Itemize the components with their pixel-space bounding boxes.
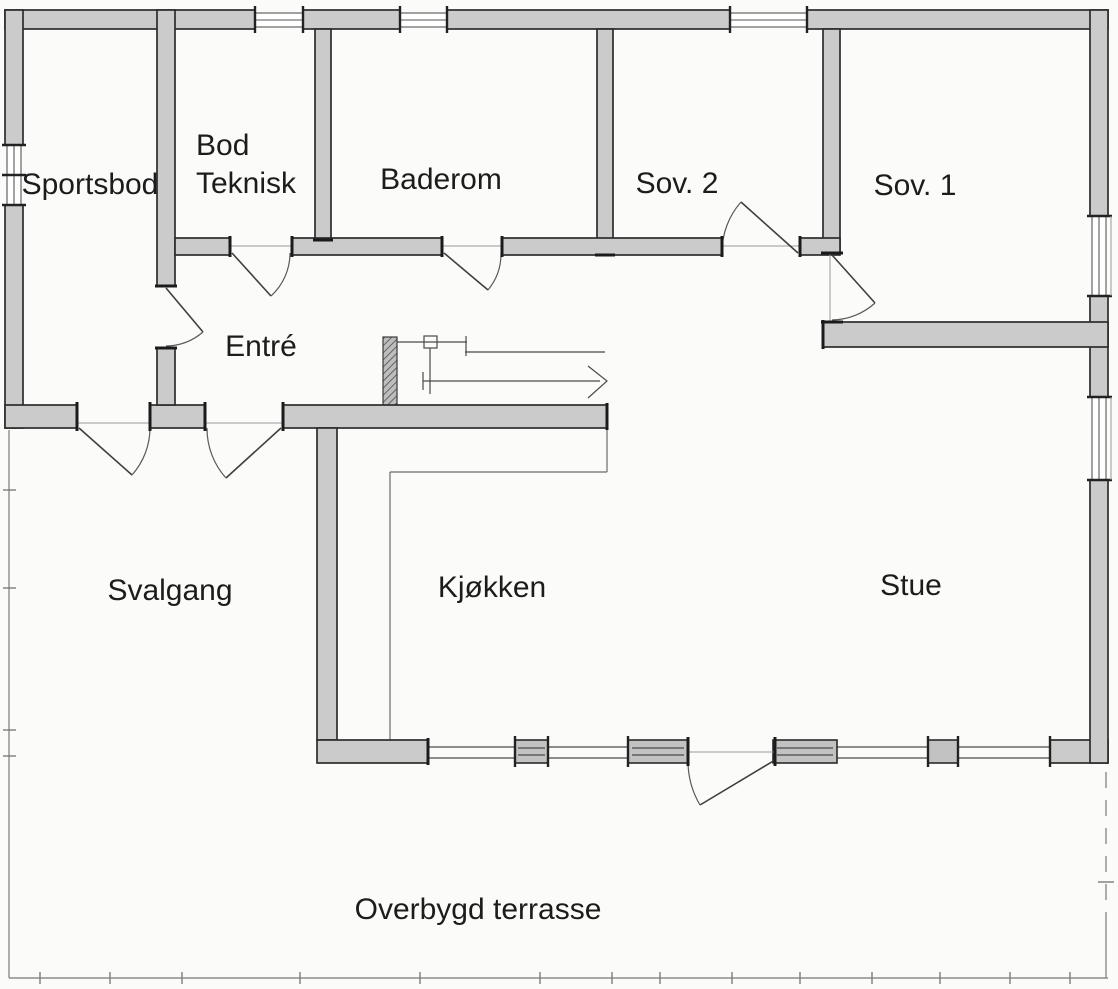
wall-segment xyxy=(316,427,338,741)
door-swing xyxy=(831,254,876,321)
wall-segment xyxy=(174,237,231,256)
room-labels: Sportsbod Bod Teknisk Baderom Sov. 2 Sov… xyxy=(22,129,957,926)
door-swing xyxy=(78,427,151,476)
wall-segment xyxy=(1089,9,1109,217)
window-block xyxy=(772,739,838,764)
wall-segment xyxy=(156,347,176,406)
window xyxy=(2,143,26,207)
window xyxy=(1087,214,1112,298)
entre-fixtures xyxy=(382,335,608,410)
room-label-bod-line1: Bod xyxy=(196,129,249,162)
room-label-bod-line2: Teknisk xyxy=(196,167,297,200)
wall-segment xyxy=(4,204,24,429)
hatched-bench xyxy=(382,336,398,410)
window xyxy=(1087,395,1112,482)
wall-segment xyxy=(156,9,176,287)
room-label-sov2: Sov. 2 xyxy=(636,167,719,200)
room-label-baderom: Baderom xyxy=(380,163,502,196)
window-block xyxy=(514,739,549,764)
wall-segment xyxy=(806,9,1109,30)
window xyxy=(253,6,305,33)
wall-segment xyxy=(4,9,24,146)
wall-segment xyxy=(4,9,256,30)
terrace-post-ticks xyxy=(39,972,1071,984)
kitchen-counter xyxy=(389,428,608,740)
wall-segment xyxy=(1089,479,1109,764)
room-label-sov1: Sov. 1 xyxy=(874,169,957,202)
window xyxy=(728,6,809,33)
wall-segment xyxy=(446,9,731,30)
wall-segment xyxy=(302,9,401,30)
room-label-terrasse: Overbygd terrasse xyxy=(355,893,602,926)
room-label-stue: Stue xyxy=(880,569,942,602)
window xyxy=(398,6,449,33)
wall-segment xyxy=(501,237,723,256)
door-swing xyxy=(165,287,204,347)
wall-segment xyxy=(316,739,429,764)
door-swing xyxy=(206,427,282,479)
door-swing xyxy=(443,252,502,291)
windows xyxy=(2,6,1112,482)
room-label-kjokken: Kjøkken xyxy=(438,571,546,604)
wall-end-caps xyxy=(75,236,843,766)
terrace-outline xyxy=(3,430,1114,984)
room-label-entre: Entré xyxy=(225,330,297,363)
wall-segment xyxy=(822,321,1109,348)
window-block xyxy=(627,739,689,764)
wall-segment xyxy=(314,28,332,241)
room-label-svalgang: Svalgang xyxy=(107,574,232,607)
wall-segment xyxy=(149,404,206,429)
wall-segment xyxy=(282,404,608,429)
wall-segment xyxy=(4,404,78,429)
interior-walls xyxy=(156,9,1109,406)
door-swing xyxy=(231,252,291,297)
window-block xyxy=(927,739,959,764)
exterior-walls xyxy=(4,9,1109,764)
room-label-sportsbod: Sportsbod xyxy=(22,168,159,201)
door-swing xyxy=(721,201,799,254)
wall-segment xyxy=(596,28,614,256)
door-swing xyxy=(687,759,776,806)
wall-segment xyxy=(822,28,841,254)
direction-arrow xyxy=(422,365,608,399)
doors xyxy=(77,201,876,806)
